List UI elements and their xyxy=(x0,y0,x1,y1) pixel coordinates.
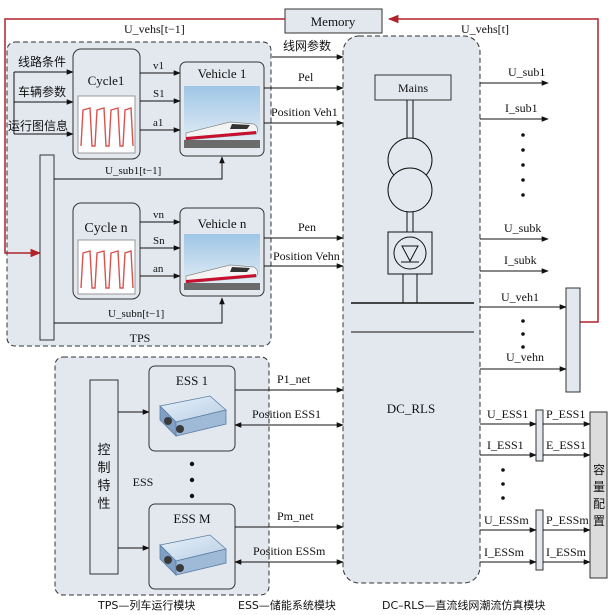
out-i-subk: I_subk xyxy=(504,253,537,267)
an-label: an xyxy=(153,263,164,275)
vehicle1-train-image xyxy=(184,86,260,148)
signal-u-vehs-prev: U_vehs[t−1] xyxy=(124,22,185,36)
tps-bus xyxy=(40,155,54,340)
signal-u-sub1-prev: U_sub1[t−1] xyxy=(105,165,161,177)
input-timetable: 运行图信息 xyxy=(8,118,68,133)
ess-control-char-2: 制 xyxy=(97,461,110,476)
capacity-char-3: 配 xyxy=(593,497,605,511)
capacity-char-4: 置 xyxy=(593,514,605,528)
ess-label: ESS xyxy=(133,475,154,489)
legend-tps: TPS—列车运行模块 xyxy=(97,598,195,612)
outputs-ellipsis xyxy=(521,133,525,197)
out-u-ess1: U_ESS1 xyxy=(487,407,528,421)
p1-net-label: P1_net xyxy=(277,372,311,386)
cyclen-label: Cycle n xyxy=(84,221,127,236)
ess-control-box xyxy=(90,380,118,574)
out-u-essm: U_ESSm xyxy=(484,513,529,527)
out-u-subk: U_subk xyxy=(504,221,541,235)
pen-label: Pen xyxy=(298,220,316,234)
legend-ess: ESS—储能系统模块 xyxy=(238,598,336,612)
memory-label: Memory xyxy=(311,14,356,29)
vehicle1-label: Vehicle 1 xyxy=(198,66,247,81)
ess-control-char-4: 性 xyxy=(97,497,110,512)
out-u-sub1: U_sub1 xyxy=(508,65,545,79)
mains-label: Mains xyxy=(398,81,428,95)
vehiclen-label: Vehicle n xyxy=(198,216,247,231)
transformer-bottom-coil xyxy=(388,168,432,212)
result-p-essm: P_ESSm xyxy=(546,513,589,527)
ess1-result-bus xyxy=(536,410,543,461)
input-route-conditions: 线路条件 xyxy=(18,54,66,69)
vehiclen-train-image xyxy=(184,234,260,290)
out-i-essm: I_ESSm xyxy=(484,545,525,559)
ess1-label: ESS 1 xyxy=(176,373,208,388)
out-i-sub1: I_sub1 xyxy=(505,101,538,115)
dcrls-label: DC_RLS xyxy=(387,401,435,416)
dcrls-region xyxy=(343,36,480,583)
sn-label: Sn xyxy=(153,235,165,247)
legend-dcrls: DC–RLS—直流线网潮流仿真模块 xyxy=(382,598,545,612)
grid-params-label: 线网参数 xyxy=(283,38,331,53)
signal-u-vehs-now: U_vehs[t] xyxy=(461,22,509,36)
out-i-ess1: I_ESS1 xyxy=(487,438,524,452)
vehicle-voltage-bus xyxy=(566,288,580,392)
essm-label: ESS M xyxy=(173,511,211,526)
pos-ess1-label: Position ESS1 xyxy=(252,407,321,421)
pel-label: Pel xyxy=(298,70,314,84)
rectifier-box xyxy=(388,232,432,274)
ess-control-char-3: 特 xyxy=(97,479,110,494)
capacity-char-2: 量 xyxy=(593,480,605,494)
ess-outputs-ellipsis xyxy=(501,468,505,500)
pos-veh1-label: Position Veh1 xyxy=(271,105,338,119)
s1-label: S1 xyxy=(153,88,165,100)
vn-label: vn xyxy=(153,209,165,221)
pm-net-label: Pm_net xyxy=(277,509,314,523)
result-i-essm: I_ESSm xyxy=(546,545,587,559)
pos-vehn-label: Position Vehn xyxy=(273,249,340,263)
essm-result-bus xyxy=(536,510,543,570)
cycle1-label: Cycle1 xyxy=(88,73,125,88)
result-e-ess1: E_ESS1 xyxy=(546,438,586,452)
v1-label: v1 xyxy=(153,60,164,72)
pos-essm-label: Position ESSm xyxy=(253,544,326,558)
tps-label: TPS xyxy=(130,331,151,345)
ess-control-char-1: 控 xyxy=(97,443,110,458)
a1-label: a1 xyxy=(153,117,163,129)
input-vehicle-params: 车辆参数 xyxy=(18,84,66,99)
out-u-vehn: U_vehn xyxy=(506,350,544,364)
veh-outputs-ellipsis xyxy=(521,319,525,349)
signal-u-subn-prev: U_subn[t−1] xyxy=(108,308,164,320)
out-u-veh1: U_veh1 xyxy=(501,290,539,304)
result-p-ess1: P_ESS1 xyxy=(546,407,585,421)
capacity-box xyxy=(590,412,607,578)
capacity-char-1: 容 xyxy=(593,462,605,477)
